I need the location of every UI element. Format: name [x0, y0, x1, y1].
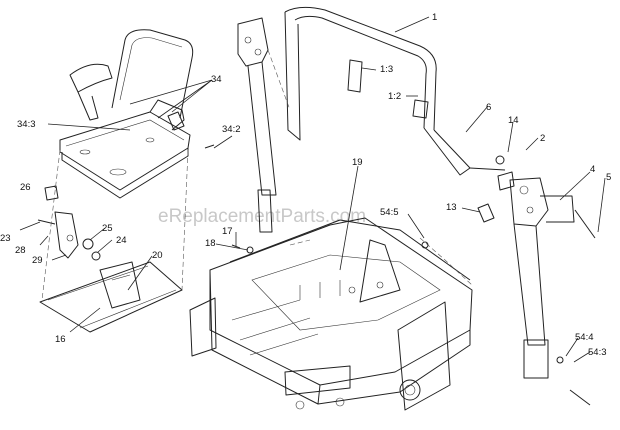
callout-2: 2 — [540, 133, 545, 144]
callout-5: 5 — [606, 172, 611, 183]
callout-29: 29 — [32, 255, 43, 266]
seat-latch-bracket — [167, 111, 215, 149]
callout-54-3: 54:3 — [588, 347, 607, 358]
callout-20: 20 — [152, 250, 163, 261]
callout-17: 17 — [222, 226, 233, 237]
callout-34-3: 34:3 — [17, 119, 36, 130]
callout-25: 25 — [102, 223, 113, 234]
callout-54-5: 54:5 — [380, 207, 399, 218]
right-upright — [497, 171, 575, 379]
callout-23: 23 — [0, 233, 11, 244]
callout-24: 24 — [116, 235, 127, 246]
callout-16: 16 — [55, 334, 66, 345]
leader-lines — [19, 16, 606, 363]
watermark: eReplacementParts.com — [158, 206, 366, 227]
callout-18: 18 — [205, 238, 216, 249]
callout-34-2: 34:2 — [222, 124, 241, 135]
callout-34: 34 — [211, 74, 222, 85]
callout-1-3: 1:3 — [380, 64, 393, 75]
callout-54-4: 54:4 — [575, 332, 594, 343]
callout-labels: 1 1:3 1:2 6 14 2 4 5 13 34 34:3 34:2 19 … — [0, 12, 611, 358]
seat-mount-frame — [39, 261, 183, 333]
rops-hoop — [284, 6, 506, 176]
left-upright — [237, 17, 291, 233]
callout-19: 19 — [352, 157, 363, 168]
callout-4: 4 — [590, 164, 595, 175]
callout-13: 13 — [446, 202, 457, 213]
callout-26: 26 — [20, 182, 31, 193]
callout-28: 28 — [15, 245, 26, 256]
seat-latch — [37, 185, 101, 261]
callout-1-2: 1:2 — [388, 91, 401, 102]
hardware-parts — [231, 59, 596, 406]
callout-14: 14 — [508, 115, 519, 126]
callout-1: 1 — [432, 12, 437, 23]
callout-6: 6 — [486, 102, 491, 113]
main-frame — [189, 217, 473, 411]
